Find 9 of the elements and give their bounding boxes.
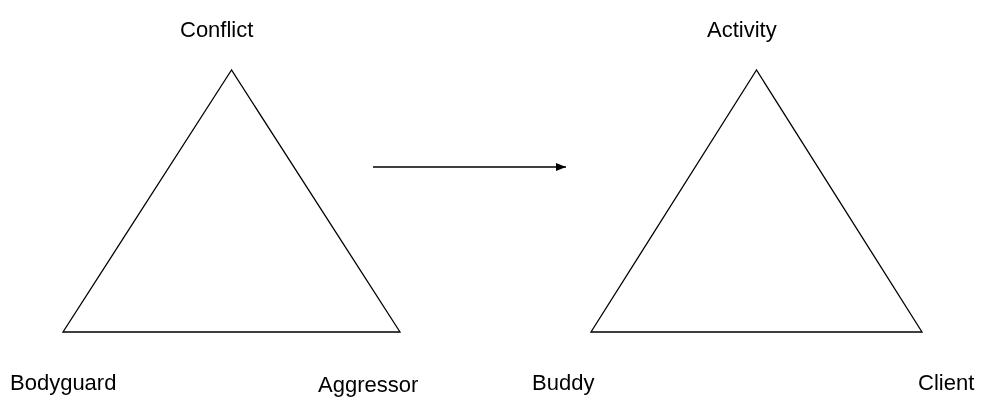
vertex-label: Activity <box>707 17 777 43</box>
vertex-label: Aggressor <box>318 372 419 398</box>
vertex-label: Conflict <box>180 17 254 43</box>
triangle-shape <box>63 70 400 332</box>
vertex-label: Buddy <box>532 370 595 396</box>
triangle-shape <box>591 70 922 332</box>
vertex-label: Client <box>918 370 975 396</box>
vertex-label: Bodyguard <box>10 370 117 396</box>
arrow <box>372 163 567 171</box>
